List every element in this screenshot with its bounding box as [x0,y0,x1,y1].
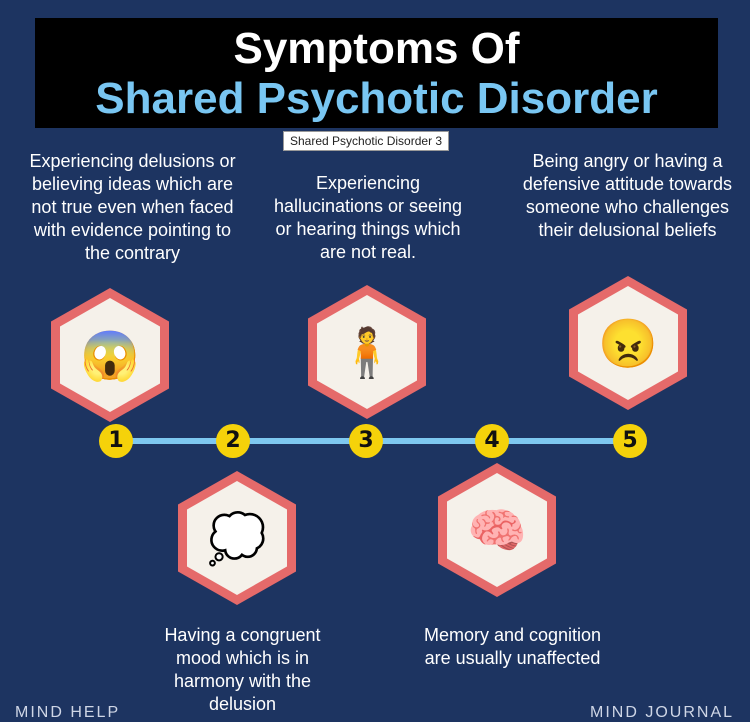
step-5-text: Being angry or having a defensive attitu… [522,151,733,240]
image-tooltip: Shared Psychotic Disorder 3 [283,131,450,151]
step-2-number: 2 [216,424,250,458]
mind-help-logo: MIND HELP [15,704,121,721]
dreaming-person-icon: 💭 [178,471,296,605]
step-3-number: 3 [349,424,383,458]
title-line-1: Symptoms Of [233,24,520,73]
step-4-text: Memory and cognition are usually unaffec… [423,625,602,668]
brain-head-icon: 🧠 [438,463,556,597]
step-1-text: Experiencing delusions or believing idea… [29,151,236,263]
title-line-2: Shared Psychotic Disorder [95,74,658,123]
step-5-number: 5 [613,424,647,458]
step-4-number: 4 [475,424,509,458]
step-3-text: Experiencing hallucinations or seeing or… [273,173,463,262]
step-1-number: 1 [99,424,133,458]
step-2-text: Having a congruent mood which is in harm… [164,625,321,714]
angry-person-icon: 😠 [569,276,687,410]
title-banner: Symptoms Of Shared Psychotic Disorder [35,18,718,128]
mind-journal-logo: MIND JOURNAL [590,704,735,721]
frightened-person-icon: 😱 [51,288,169,422]
hallucinating-person-icon: 🧍 [308,285,426,419]
